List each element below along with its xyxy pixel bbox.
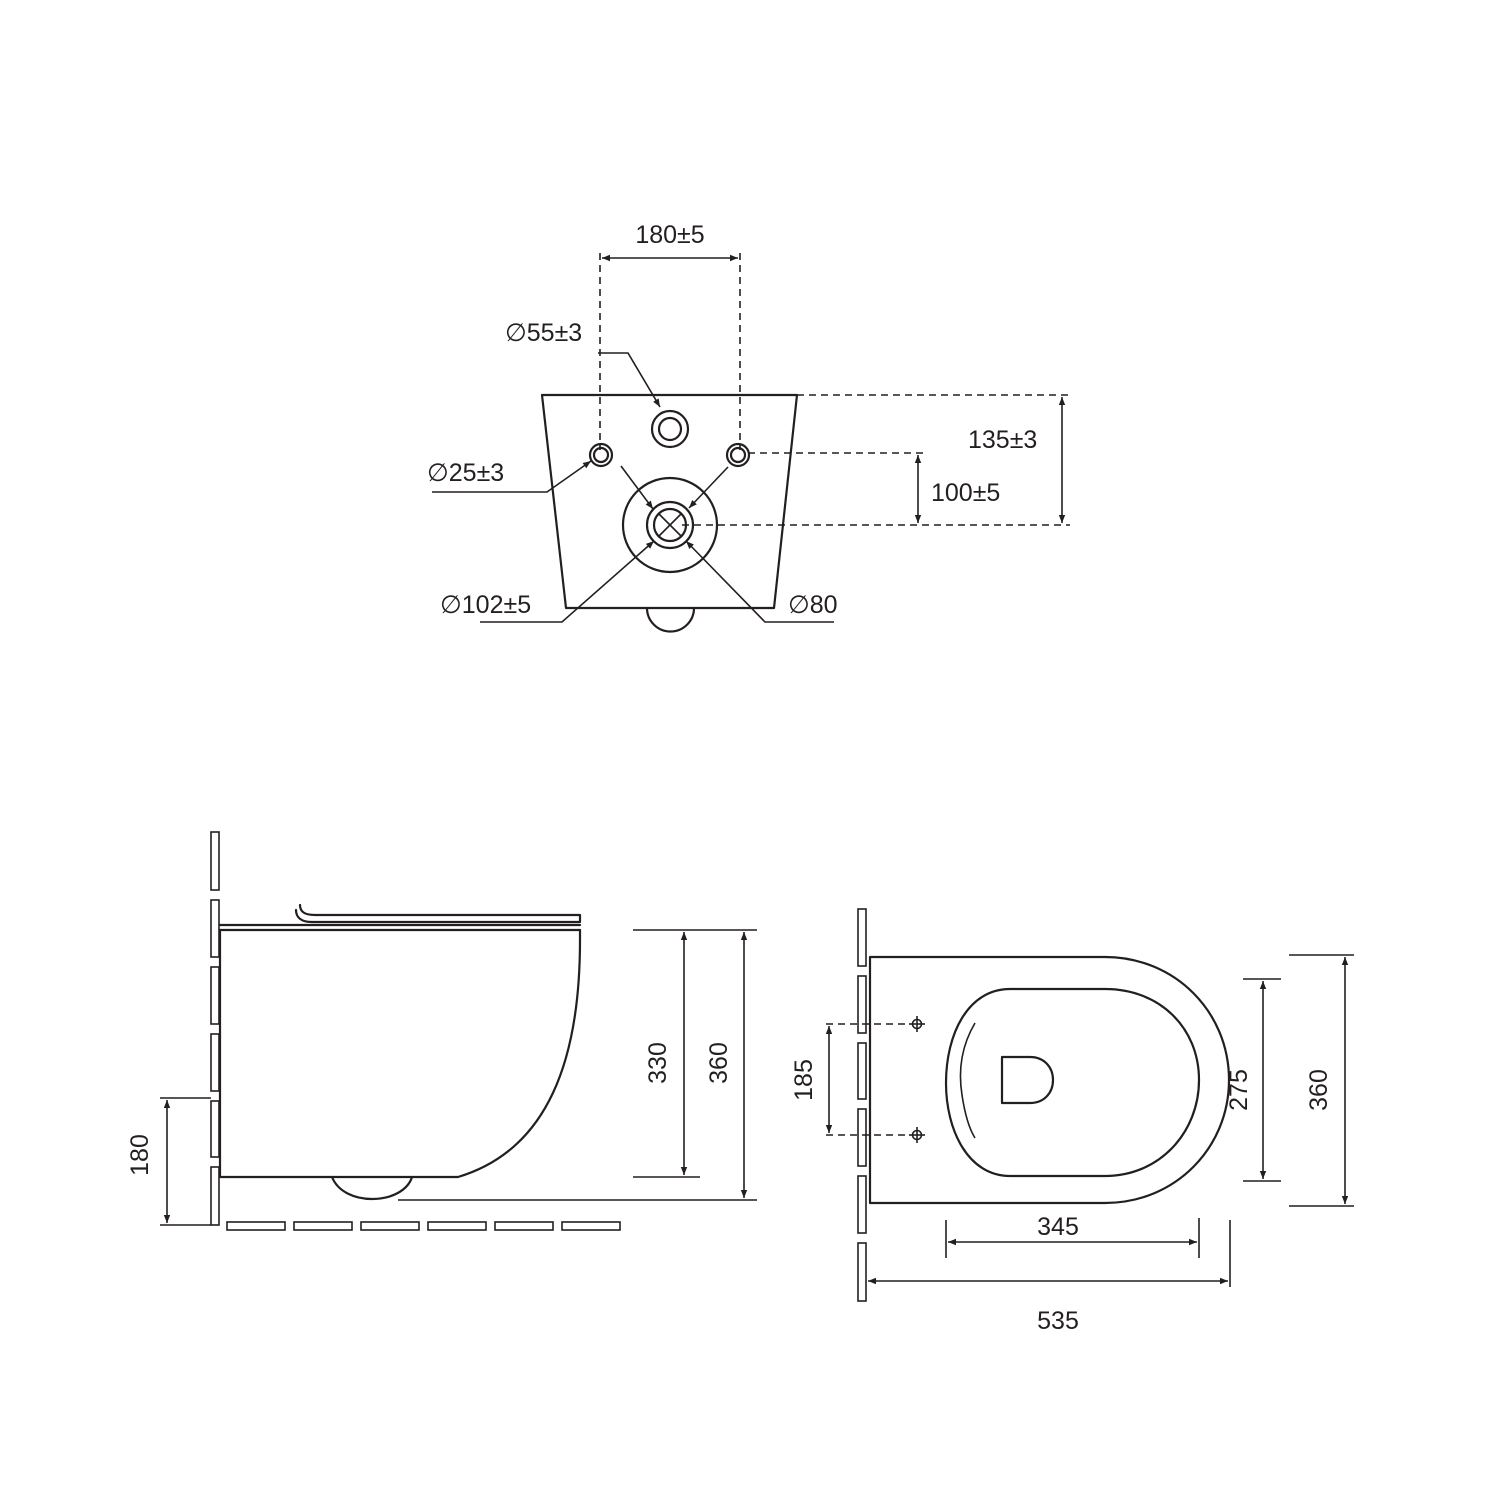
label-dia-fixing-holes: ∅25±3 bbox=[427, 459, 504, 487]
bowl-inner-rim bbox=[959, 1022, 976, 1139]
top-wall bbox=[857, 908, 867, 1302]
label-bowl-height: 330 bbox=[644, 1042, 672, 1084]
label-side-total-height: 360 bbox=[705, 1042, 733, 1084]
rear-outlet-bump bbox=[645, 606, 696, 633]
label-side-fixing-height: 180 bbox=[126, 1134, 154, 1176]
label-inlet-height: 135±3 bbox=[968, 426, 1037, 454]
seat-lid bbox=[218, 903, 582, 927]
label-seat-depth: 345 bbox=[1037, 1213, 1079, 1241]
side-view: 180 330 360 bbox=[126, 831, 757, 1231]
arrow-outlet-right bbox=[688, 466, 729, 509]
leader-dia-fixing-holes bbox=[432, 460, 592, 493]
top-outer-outline bbox=[868, 955, 1231, 1205]
fixing-hole-left-inner bbox=[592, 446, 610, 464]
leader-dia-flush-inlet bbox=[598, 352, 661, 408]
fixing-marker-bottom bbox=[909, 1127, 925, 1143]
fixing-hole-right-outer bbox=[725, 442, 751, 468]
fixing-marker-top bbox=[909, 1016, 925, 1032]
side-floor bbox=[226, 1221, 621, 1231]
bowl-drain bbox=[1000, 1055, 1055, 1105]
bowl-body bbox=[218, 928, 582, 1179]
seat-opening bbox=[944, 987, 1201, 1178]
label-dia-flush-inlet: ∅55±3 bbox=[505, 319, 582, 347]
label-fixing-spacing: 185 bbox=[790, 1059, 818, 1101]
flush-inlet-inner bbox=[657, 416, 683, 442]
label-dia-outlet-outer: ∅102±5 bbox=[440, 591, 531, 619]
waste-outlet-outer bbox=[621, 476, 719, 574]
rear-view: 180±5 ∅55±3 ∅25±3 ∅102±5 ∅80 135±3 100±5 bbox=[427, 221, 1070, 633]
outlet-cross-b bbox=[658, 513, 682, 537]
side-outlet-bump bbox=[330, 1175, 414, 1201]
label-top-total-width: 360 bbox=[1305, 1069, 1333, 1111]
arrow-outlet-left bbox=[620, 465, 654, 510]
leader-dia-outlet-outer bbox=[480, 540, 655, 623]
label-dia-outlet-inner: ∅80 bbox=[788, 591, 838, 619]
flush-inlet-outer bbox=[650, 409, 690, 449]
rear-body-outline bbox=[540, 393, 799, 610]
label-seat-width: 275 bbox=[1225, 1069, 1253, 1111]
side-wall bbox=[210, 831, 220, 1226]
top-view: 185 275 360 345 535 bbox=[790, 908, 1354, 1335]
fixing-hole-left-outer bbox=[588, 442, 614, 468]
leader-dia-outlet-inner bbox=[685, 540, 834, 623]
label-inlet-spacing: 180±5 bbox=[635, 221, 704, 249]
fixing-hole-right-inner bbox=[729, 446, 747, 464]
label-total-length: 535 bbox=[1037, 1307, 1079, 1335]
label-fixing-height: 100±5 bbox=[931, 479, 1000, 507]
waste-outlet-mid bbox=[645, 500, 695, 550]
